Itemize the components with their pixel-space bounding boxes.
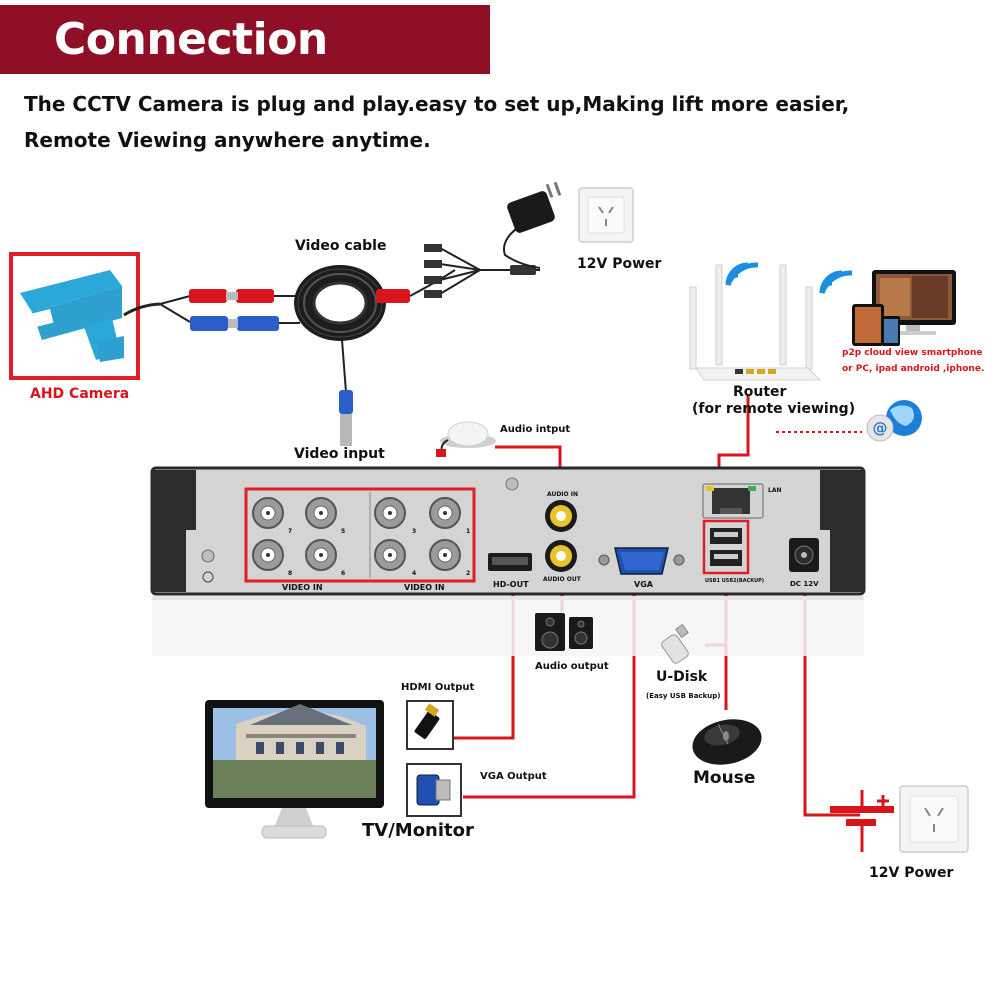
cctv-camera-icon (20, 270, 124, 362)
vga-panel-label: VGA (634, 580, 653, 589)
speakers-icon (535, 613, 593, 651)
camera-cables (123, 289, 300, 331)
bnc-ports (252, 497, 461, 571)
bnc-port-3 (374, 497, 406, 529)
microphone-icon (436, 421, 496, 457)
p2p-line-1: p2p cloud view smartphone (842, 348, 983, 358)
intro-line-2: Remote Viewing anywhere anytime. (24, 128, 431, 152)
vga-output-label: VGA Output (480, 771, 547, 782)
udisk-sub-label: (Easy USB Backup) (646, 692, 721, 700)
router-label: Router (733, 384, 787, 400)
vga-connector-icon (416, 774, 451, 806)
hdmi-port (488, 553, 532, 571)
tv-monitor-label: TV/Monitor (362, 820, 474, 841)
svg-text:@: @ (873, 419, 888, 437)
audio-input-label: Audio intput (500, 424, 571, 435)
diagram-title: Connection Diagram (0, 5, 490, 134)
audio-in-port (545, 500, 577, 532)
intro-line-1: The CCTV Camera is plug and play.easy to… (24, 92, 850, 116)
camera-label: AHD Camera (30, 386, 130, 402)
power-splitter (409, 225, 541, 298)
udisk-label: U-Disk (656, 669, 708, 685)
lan-port (702, 483, 764, 519)
bnc-port-7 (252, 497, 284, 529)
channel-4-label: 4 (412, 570, 417, 577)
channel-2-label: 2 (466, 570, 471, 577)
video-in-left-label: VIDEO IN (282, 583, 323, 592)
channel-7-label: 7 (288, 528, 293, 535)
channel-6-label: 6 (341, 570, 346, 577)
power-bottom-label: 12V Power (869, 865, 954, 881)
usb-highlight (702, 519, 750, 575)
monitor-icon (205, 700, 384, 839)
video-cable-label: Video cable (295, 238, 387, 254)
wifi-router-icon (689, 264, 822, 381)
lan-panel-label: LAN (768, 487, 782, 494)
wifi-signal-icon-right (819, 270, 853, 294)
channel-3-label: 3 (412, 528, 417, 535)
bnc-port-8 (252, 539, 284, 571)
wifi-signal-icon-left (725, 262, 759, 286)
video-in-highlight (244, 487, 476, 583)
hdmi-connector-icon (414, 703, 440, 739)
mouse-label: Mouse (693, 768, 756, 788)
bnc-port-4 (374, 539, 406, 571)
wall-socket-icon-bottom (899, 785, 969, 853)
devices-icon (852, 270, 956, 346)
usb-ports (710, 528, 742, 566)
dc-jack (789, 538, 819, 572)
hd-out-panel-label: HD-OUT (493, 580, 529, 589)
bnc-port-5 (305, 497, 337, 529)
bnc-port-6 (305, 539, 337, 571)
bnc-port-2 (429, 539, 461, 571)
dc-panel-label: DC 12V (790, 580, 819, 588)
channel-5-label: 5 (341, 528, 346, 535)
audio-out-panel-label: AUDIO OUT (543, 576, 581, 583)
wall-socket-icon-top (578, 187, 634, 243)
router-sub-label: (for remote viewing) (692, 401, 856, 417)
usb-panel-label: USB1 USB2(BACKUP) (705, 578, 765, 584)
dc-power-symbol-icon (830, 790, 894, 852)
power-adapter-icon (507, 181, 562, 233)
power-top-label: 12V Power (577, 256, 662, 272)
video-cable-coil (294, 265, 410, 446)
video-in-right-label: VIDEO IN (404, 583, 445, 592)
audio-out-port (545, 540, 577, 572)
internet-globe-icon: @ (866, 400, 922, 442)
mouse-icon (692, 719, 762, 765)
vga-port (598, 547, 685, 575)
p2p-line-2: or PC, ipad android ,iphone. (842, 364, 985, 374)
video-input-label: Video input (294, 446, 385, 462)
channel-8-label: 8 (288, 570, 293, 577)
channel-1-label: 1 (466, 528, 471, 535)
bnc-port-1 (429, 497, 461, 529)
hdmi-output-label: HDMI Output (401, 682, 475, 693)
audio-output-label: Audio output (535, 661, 609, 672)
usb-disk-icon (661, 623, 689, 664)
audio-in-panel-label: AUDIO IN (547, 491, 578, 498)
